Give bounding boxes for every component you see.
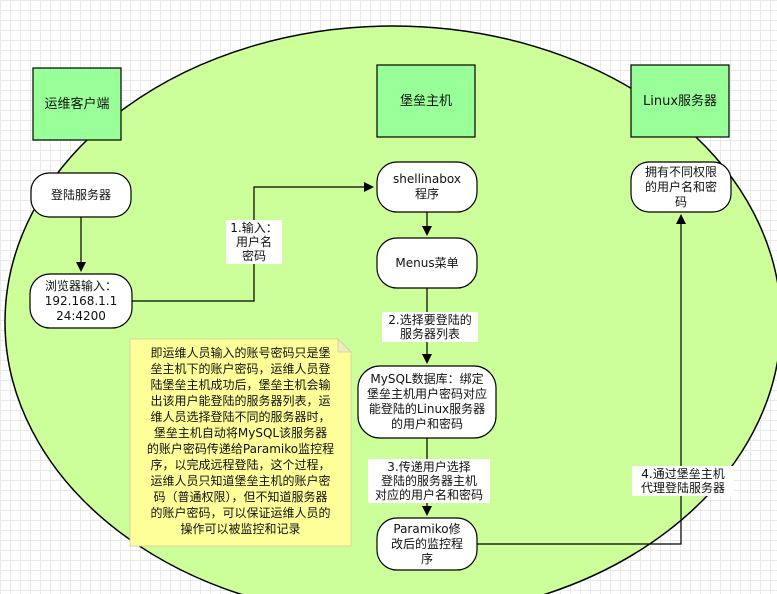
- header-ops-client: 运维客户端: [44, 96, 110, 112]
- edge-label-step4-line1: 4.通过堡垒主机: [641, 467, 725, 481]
- node-linux-users: 拥有不同权限 的用户名和密 码: [631, 162, 731, 212]
- note-line-2: 垒主机下的账户密码，运维人员登: [150, 362, 331, 376]
- node-browser-input: 浏览器输入： 192.168.1.1 24:4200: [30, 274, 132, 328]
- edge-label-step1-line3: 密码: [241, 249, 266, 263]
- edge-label-step1-line1: 1.输入：: [230, 221, 278, 235]
- note-line-4: 出该用户能登陆的服务器列表，运: [150, 394, 331, 408]
- node-paramiko: Paramiko修 改后的监控程 序: [377, 518, 477, 570]
- node-linux-users-line3: 码: [674, 194, 687, 209]
- edge-label-step4: 4.通过堡垒主机 代理登陆服务器: [632, 466, 734, 496]
- header-linux-server: Linux服务器: [642, 93, 718, 109]
- node-mysql-line3: 能登陆的Linux服务器: [368, 402, 486, 416]
- edge-label-step3-line3: 对应的用户名和密码: [374, 488, 483, 502]
- node-browser-input-line2: 192.168.1.1: [44, 293, 118, 308]
- node-mysql-line1: MySQL数据库：绑定: [370, 372, 484, 386]
- note-line-6: 堡垒主机自动将MySQL该服务器: [153, 426, 328, 440]
- edge-label-step1-line2: 用户名: [235, 235, 272, 249]
- header-box-linux: [630, 64, 730, 138]
- node-box-linux-users: [630, 161, 732, 213]
- note-box: [129, 338, 352, 547]
- header-bastion-host: 堡垒主机: [399, 93, 452, 109]
- node-menus: Menus菜单: [395, 255, 459, 270]
- node-mysql: MySQL数据库：绑定 堡垒主机用户密码对应 能登陆的Linux服务器 的用户和…: [358, 366, 496, 438]
- node-shellinabox: shellinabox 程序: [377, 162, 477, 212]
- note-line-12: 操作可以被监控和记录: [180, 522, 301, 536]
- node-login-server: 登陆服务器: [50, 187, 111, 202]
- node-shellinabox-line2: 程序: [414, 187, 439, 201]
- note-line-10: 码（普通权限），但不知道服务器: [153, 490, 328, 504]
- header-box-bastion: [376, 64, 476, 138]
- edge-label-step2: 2.选择要登陆的 服务器列表: [382, 312, 478, 342]
- node-paramiko-line1: Paramiko修: [393, 521, 461, 536]
- note-line-5: 维人员选择登陆不同的服务器时，: [150, 410, 331, 424]
- edge-label-step3-line2: 登陆的服务器主机: [380, 474, 477, 488]
- node-mysql-line4: 的用户和密码: [390, 417, 463, 431]
- node-linux-users-line1: 拥有不同权限: [644, 164, 717, 179]
- edge-label-step3-line1: 3.传递用户选择: [387, 460, 471, 474]
- node-paramiko-line3: 序: [420, 551, 433, 566]
- node-shellinabox-line1: shellinabox: [393, 172, 461, 186]
- node-paramiko-line2: 改后的监控程: [390, 536, 463, 551]
- edge-paramiko-to-linux: [477, 214, 686, 545]
- node-browser-input-line1: 浏览器输入：: [44, 278, 117, 293]
- edge-label-step1: 1.输入： 用户名 密码: [226, 220, 282, 264]
- node-linux-users-line2: 的用户名和密: [644, 179, 717, 194]
- node-browser-input-line3: 24:4200: [56, 308, 106, 323]
- note-line-11: 的账户密码，可以保证运维人员的: [150, 506, 331, 520]
- edge-label-step2-line2: 服务器列表: [399, 327, 460, 341]
- edge-label-step2-line1: 2.选择要登陆的: [388, 313, 472, 327]
- note-line-7: 的账户密码传递给Paramiko监控程: [146, 442, 335, 456]
- edge-label-step3: 3.传递用户选择 登陆的服务器主机 对应的用户名和密码: [368, 459, 490, 503]
- note-line-1: 即运维人员输入的账号密码只是堡: [150, 346, 331, 360]
- node-mysql-line2: 堡垒主机用户密码对应: [366, 387, 487, 401]
- edge-label-step4-line2: 代理登陆服务器: [640, 481, 725, 495]
- note-line-8: 序，以完成远程登陆，这个过程，: [150, 458, 331, 472]
- header-box-ops-client: [32, 67, 122, 141]
- note-fold: [337, 337, 353, 353]
- explanation-note: 即运维人员输入的账号密码只是堡 垒主机下的账户密码，运维人员登 陆堡垒主机成功后…: [132, 345, 349, 537]
- note-line-9: 运维人员只知道堡垒主机的账户密: [150, 474, 331, 488]
- note-line-3: 陆堡垒主机成功后，堡垒主机会输: [150, 378, 331, 392]
